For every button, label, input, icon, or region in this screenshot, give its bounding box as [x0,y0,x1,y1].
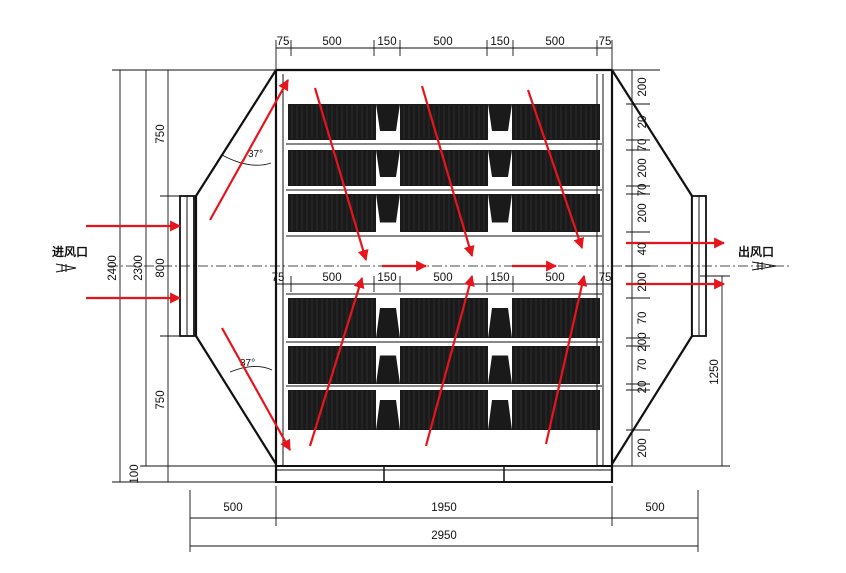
right-dim-label: 70 [637,312,649,325]
right-dim-label: 20 [637,381,649,394]
angle-marks [221,154,273,373]
bottom-dim-middle: 1950 [431,502,457,514]
mid-dim-5: 500 [545,272,564,284]
top-dim-5: 500 [545,36,564,48]
right-dim-label: 200 [637,203,649,222]
filter-connector [488,308,512,338]
top-dim-2: 150 [377,36,396,48]
right-dim-label: 70 [637,184,649,197]
filter-connector [376,194,400,223]
filter-connector [376,400,400,430]
left-dim-lower: 750 [155,390,167,409]
filter-connector [376,104,400,131]
filter-connector [488,150,512,177]
mid-dim-6: 75 [599,272,612,284]
left-dim-overall: 2400 [107,255,119,281]
right-dim-lower-total: 1250 [709,359,721,385]
bottom-dim-right: 500 [645,502,664,514]
filter-connector [376,150,400,177]
mid-dim-3: 500 [433,272,452,284]
filter-connector [488,104,512,131]
mid-dim-2: 150 [377,272,396,284]
mid-dim-0: 75 [272,272,285,284]
left-dim-base: 100 [129,464,141,483]
left-dim-opening: 800 [155,258,167,277]
airflow-arrows [86,79,726,451]
mid-dim-1: 500 [322,272,341,284]
left-dim-height: 2300 [133,255,145,281]
right-dim-label: 20 [637,116,649,129]
right-dim-label: 200 [637,272,649,291]
angle-label-bottom: 37° [240,358,255,369]
filter-connector [488,400,512,430]
right-dim-label: 40 [637,243,649,256]
bottom-dim-total: 2950 [431,530,457,542]
outlet-label: 出风口 [738,244,774,259]
right-dim-label: 200 [637,158,649,177]
right-dim-label: 200 [637,332,649,351]
top-dim-3: 500 [433,36,452,48]
top-dim-6: 75 [599,36,612,48]
top-dim-1: 500 [322,36,341,48]
outlet-symbol-icon [751,261,777,271]
mid-dim-4: 150 [490,272,509,284]
right-dimension-ticks [626,69,650,467]
right-dim-label: 200 [637,438,649,457]
right-dimension-labels: 200 20 70 200 70 200 40 200 70 200 70 20 200 [637,77,649,457]
dimension-lines [112,40,730,552]
filter-connector [488,194,512,223]
filter-connector [376,308,400,338]
inlet-label: 进风口 [52,244,88,259]
inlet-symbol-icon [55,263,77,273]
filter-connector [488,355,512,384]
filter-connector [376,355,400,384]
bottom-dim-left: 500 [223,502,242,514]
right-dim-label: 70 [637,139,649,152]
top-dim-0: 75 [277,36,290,48]
top-dim-4: 150 [490,36,509,48]
right-dim-label: 200 [637,77,649,96]
right-dim-label: 70 [637,359,649,372]
angle-label-top: 37° [248,149,263,160]
left-dim-upper: 750 [155,124,167,143]
